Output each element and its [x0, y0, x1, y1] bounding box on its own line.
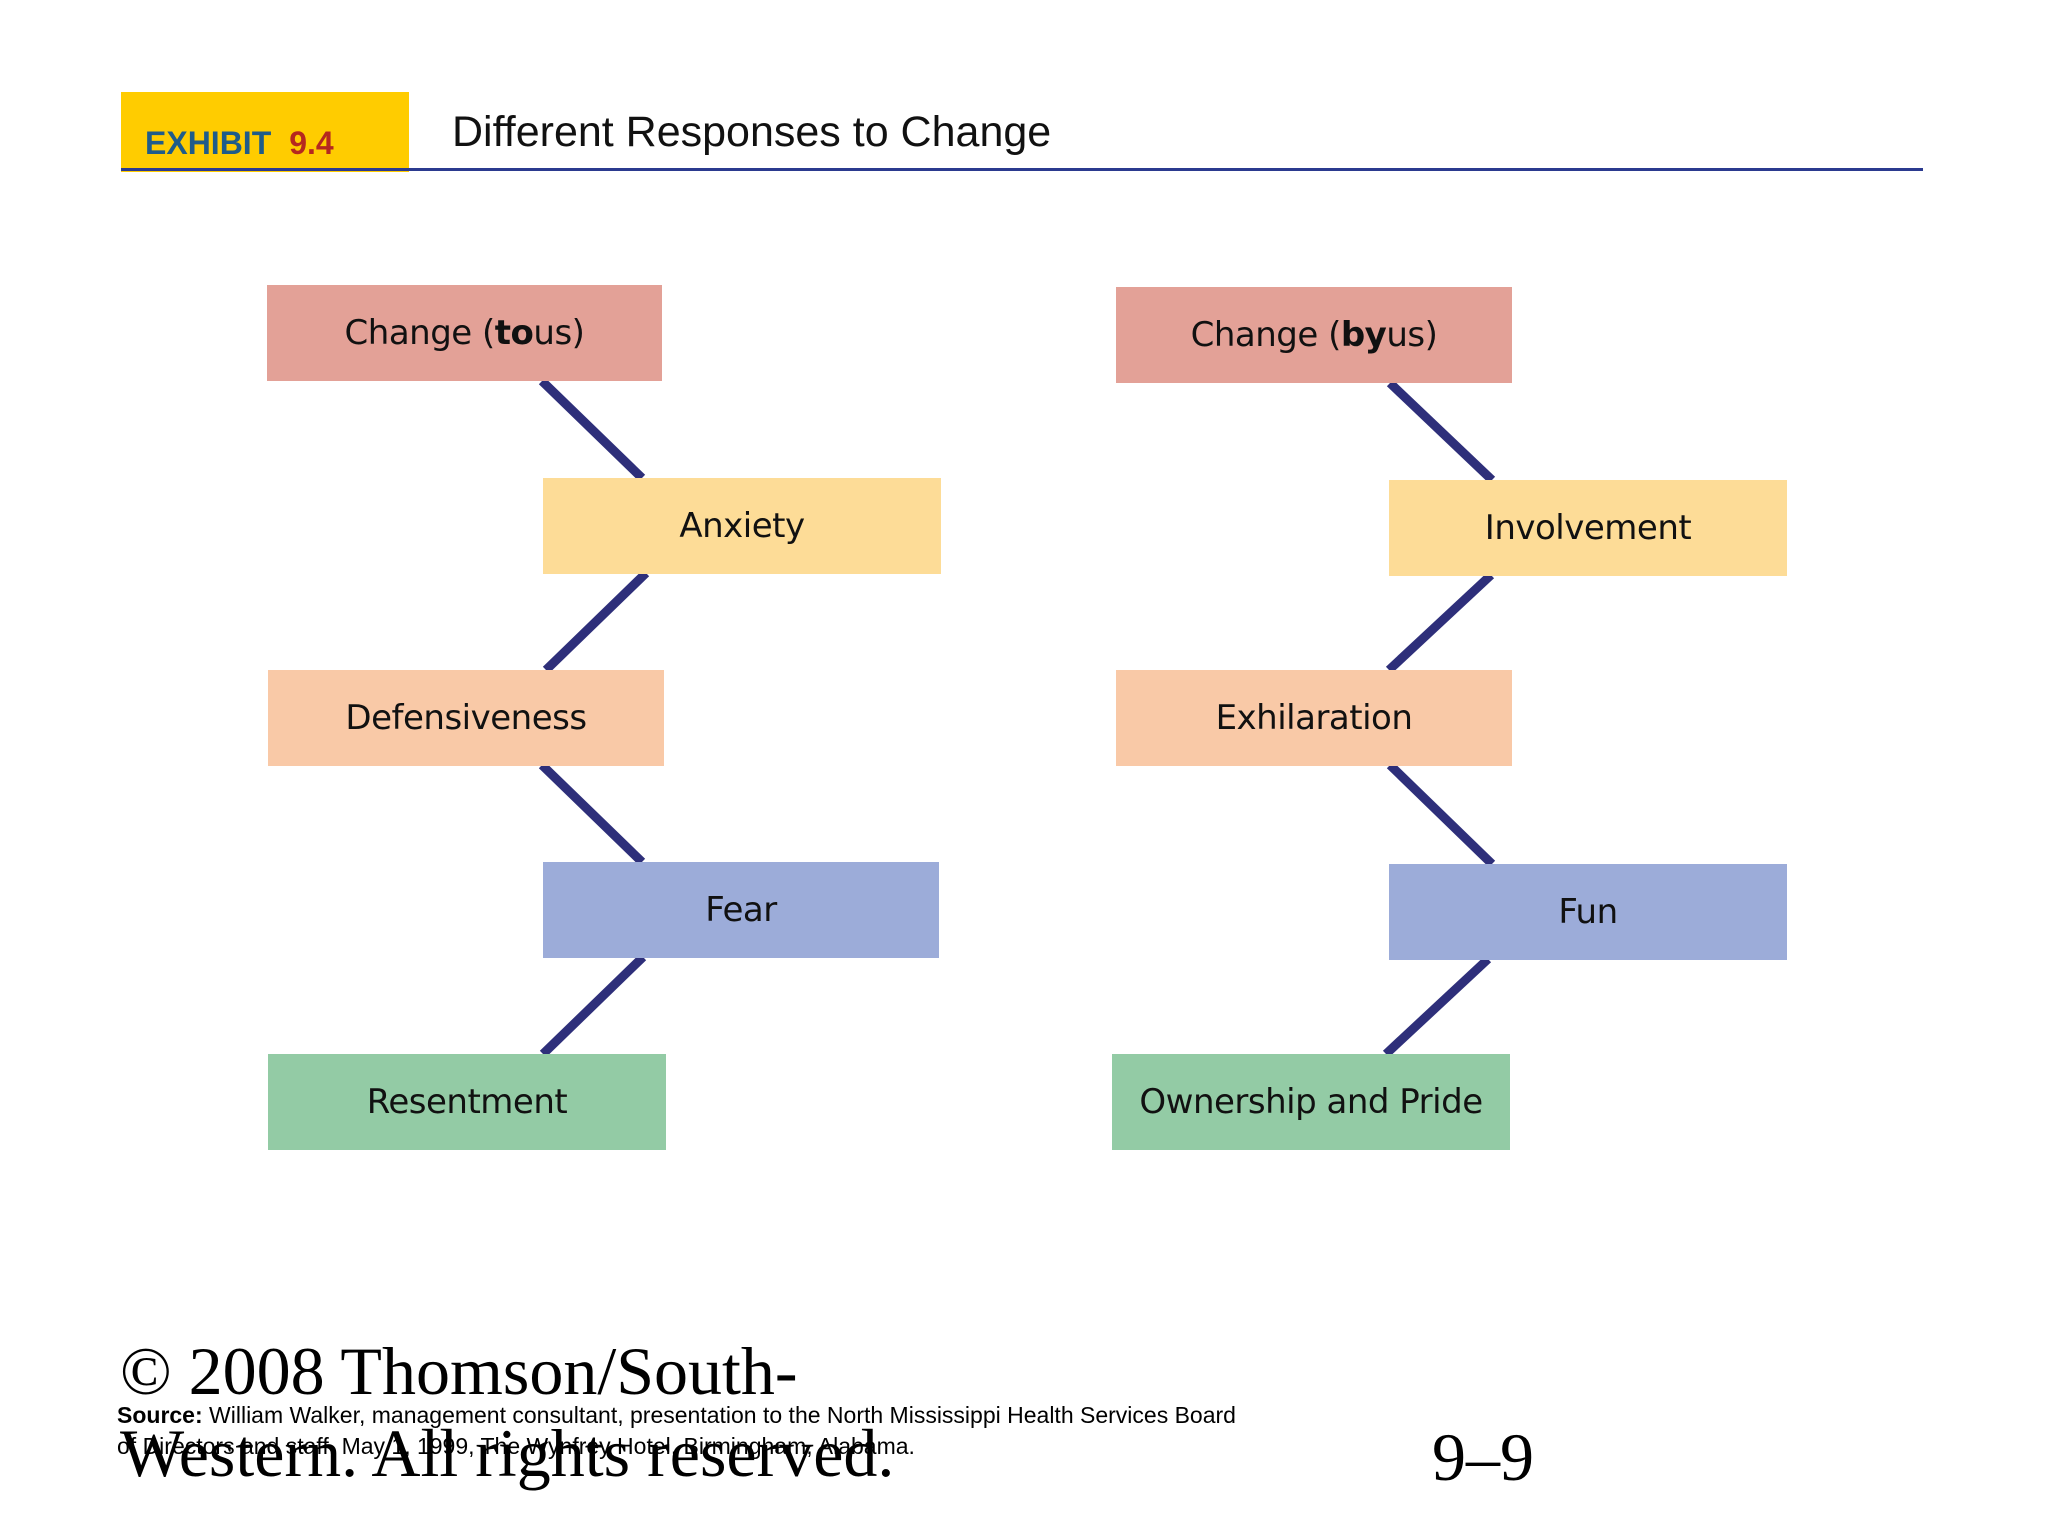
- resentment-box: Resentment: [268, 1054, 666, 1150]
- change-by-us-emphasis: by: [1340, 315, 1387, 355]
- connector-line: [1382, 955, 1492, 1058]
- fun-box: Fun: [1389, 864, 1787, 960]
- change-to-us-prefix: Change (: [344, 313, 496, 353]
- ownership-and-pride-box: Ownership and Pride: [1112, 1054, 1510, 1150]
- slide-number: 9–9: [1432, 1419, 1534, 1495]
- exhibit-number: 9.4: [289, 125, 334, 161]
- anxiety-box: Anxiety: [543, 478, 941, 574]
- change-to-us-box: Change (to us): [267, 285, 662, 381]
- exhibit-tag: EXHIBIT 9.4: [121, 92, 409, 172]
- change-to-us-emphasis: to: [494, 313, 534, 353]
- change-by-us-suffix: us): [1386, 315, 1438, 355]
- source-citation: Source: William Walker, management consu…: [117, 1400, 1237, 1462]
- connector-line: [1385, 571, 1495, 674]
- exhibit-label: EXHIBIT: [145, 125, 272, 161]
- ownership-and-pride-label: Ownership and Pride: [1139, 1082, 1483, 1122]
- exhilaration-label: Exhilaration: [1215, 698, 1413, 738]
- connector-line: [1386, 761, 1496, 868]
- fun-label: Fun: [1558, 892, 1618, 932]
- exhibit-title: Different Responses to Change: [452, 108, 1052, 156]
- fear-box: Fear: [543, 862, 939, 958]
- copyright-notice: © 2008 Thomson/South-Western. All rights…: [120, 1333, 895, 1491]
- change-by-us-box: Change (by us): [1116, 287, 1512, 383]
- right-connectors: [1382, 379, 1496, 1058]
- connector-line: [539, 953, 647, 1058]
- involvement-box: Involvement: [1389, 480, 1787, 576]
- fear-label: Fear: [705, 890, 777, 930]
- anxiety-label: Anxiety: [679, 506, 805, 546]
- resentment-label: Resentment: [366, 1082, 568, 1122]
- connector-line: [542, 569, 650, 674]
- defensiveness-box: Defensiveness: [268, 670, 664, 766]
- connector-line: [1386, 379, 1496, 484]
- change-by-us-prefix: Change (: [1190, 315, 1342, 355]
- source-text: William Walker, management consultant, p…: [117, 1402, 1236, 1459]
- connector-line: [538, 377, 646, 482]
- connector-line: [538, 761, 646, 866]
- involvement-label: Involvement: [1484, 508, 1692, 548]
- exhilaration-box: Exhilaration: [1116, 670, 1512, 766]
- left-connectors: [538, 377, 650, 1058]
- defensiveness-label: Defensiveness: [345, 698, 587, 738]
- source-label: Source:: [117, 1402, 203, 1428]
- change-to-us-suffix: us): [533, 313, 585, 353]
- title-rule: [121, 168, 1923, 171]
